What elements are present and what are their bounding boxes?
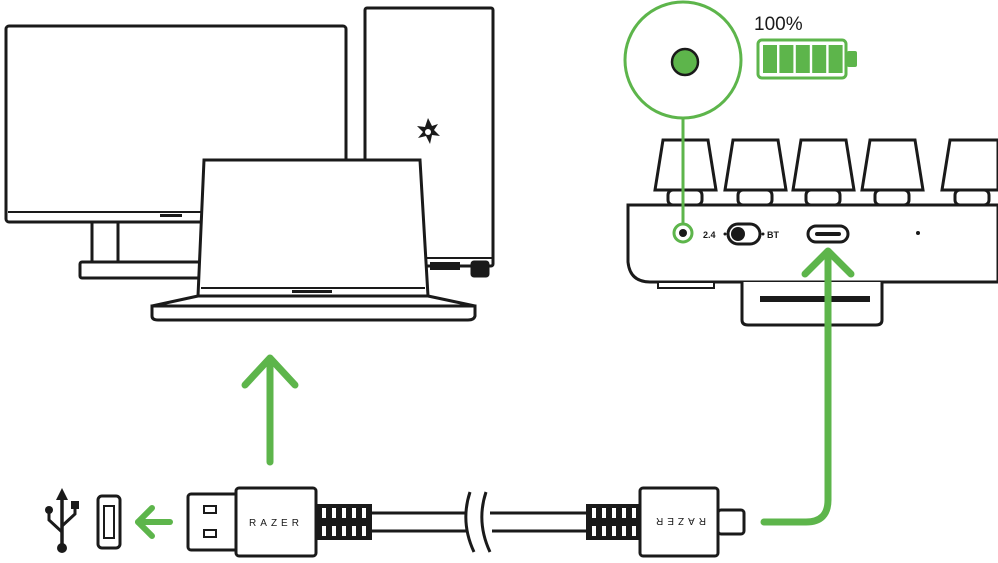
laptop [150, 158, 477, 322]
usb-icon [45, 488, 79, 553]
cable-body [372, 491, 586, 553]
battery-cell [795, 45, 810, 73]
usb-a-brand-label: RAZER [249, 518, 303, 529]
strain-relief-left [316, 504, 372, 540]
battery-cell [779, 45, 794, 73]
battery-cell [828, 45, 843, 73]
battery-cell [763, 45, 777, 73]
battery-icon [756, 38, 857, 80]
strain-relief-right [586, 504, 642, 540]
battery-cell [812, 45, 827, 73]
arrow-up-icon [241, 354, 299, 466]
usb-a-connector [186, 486, 318, 558]
led-callout-magnified [623, 0, 743, 120]
keyboard-rear-view [626, 138, 998, 327]
arrow-left-icon [135, 505, 173, 539]
usb-c-brand-label: RAZER [652, 515, 706, 526]
switch-label-bt: BT [767, 230, 779, 240]
razer-logo-icon [417, 118, 440, 144]
switch-label-2-4: 2.4 [703, 230, 716, 240]
battery-percent-label: 100% [754, 14, 803, 35]
arrow-up-icon [760, 247, 855, 526]
usb-c-connector [638, 486, 746, 558]
